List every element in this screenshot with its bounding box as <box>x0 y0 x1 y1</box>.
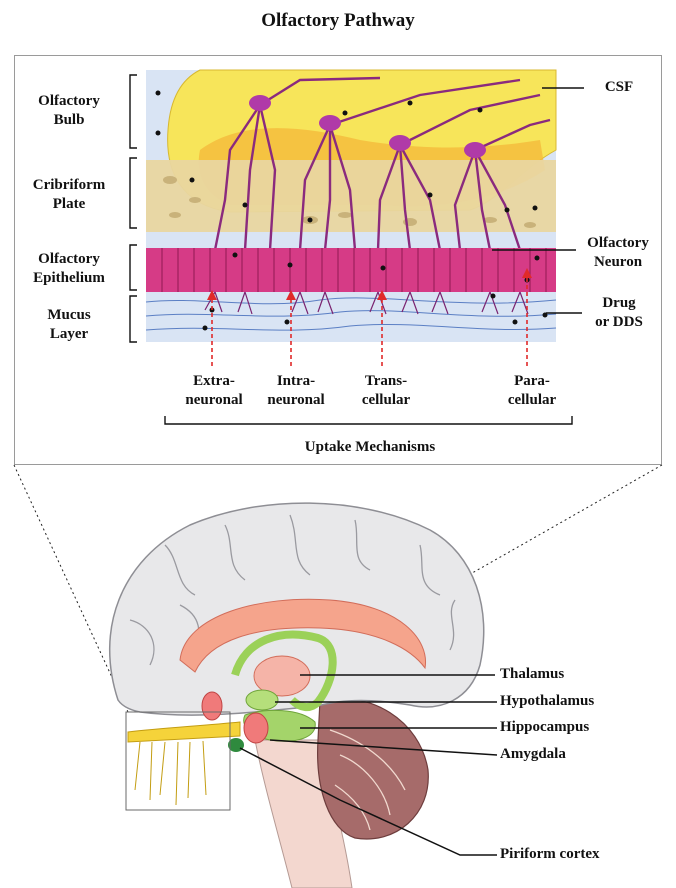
label-uptake-mechanisms: Uptake Mechanisms <box>270 438 470 457</box>
label-hippocampus: Hippocampus <box>500 718 589 737</box>
label-thalamus: Thalamus <box>500 665 564 684</box>
label-amygdala: Amygdala <box>500 745 566 764</box>
amygdala-shape <box>244 713 268 743</box>
cerebellum <box>318 698 429 839</box>
bracket-cribriform <box>130 158 137 228</box>
bracket-bulb <box>130 75 137 148</box>
hypothalamus-shape <box>246 690 278 710</box>
label-intraneuronal: Intra-neuronal <box>252 372 340 410</box>
olfactory-nerve-fibers <box>135 741 206 805</box>
olfactory-epithelium <box>146 248 556 292</box>
bracket-mucus <box>130 296 137 342</box>
label-piriform-cortex: Piriform cortex <box>500 845 600 864</box>
label-extraneuronal: Extra-neuronal <box>170 372 258 410</box>
brain-illustration <box>110 503 484 888</box>
label-paracellular: Para-cellular <box>488 372 576 410</box>
label-hypothalamus: Hypothalamus <box>500 692 594 711</box>
olfactory-schematic <box>146 70 556 342</box>
uptake-bracket <box>165 416 572 424</box>
label-transcellular: Trans-cellular <box>342 372 430 410</box>
septal-nucleus-shape <box>202 692 222 720</box>
label-csf: CSF <box>594 78 644 97</box>
bracket-epithelium <box>130 245 137 290</box>
olfactory-tract <box>128 722 240 742</box>
layer-brackets <box>130 75 137 342</box>
